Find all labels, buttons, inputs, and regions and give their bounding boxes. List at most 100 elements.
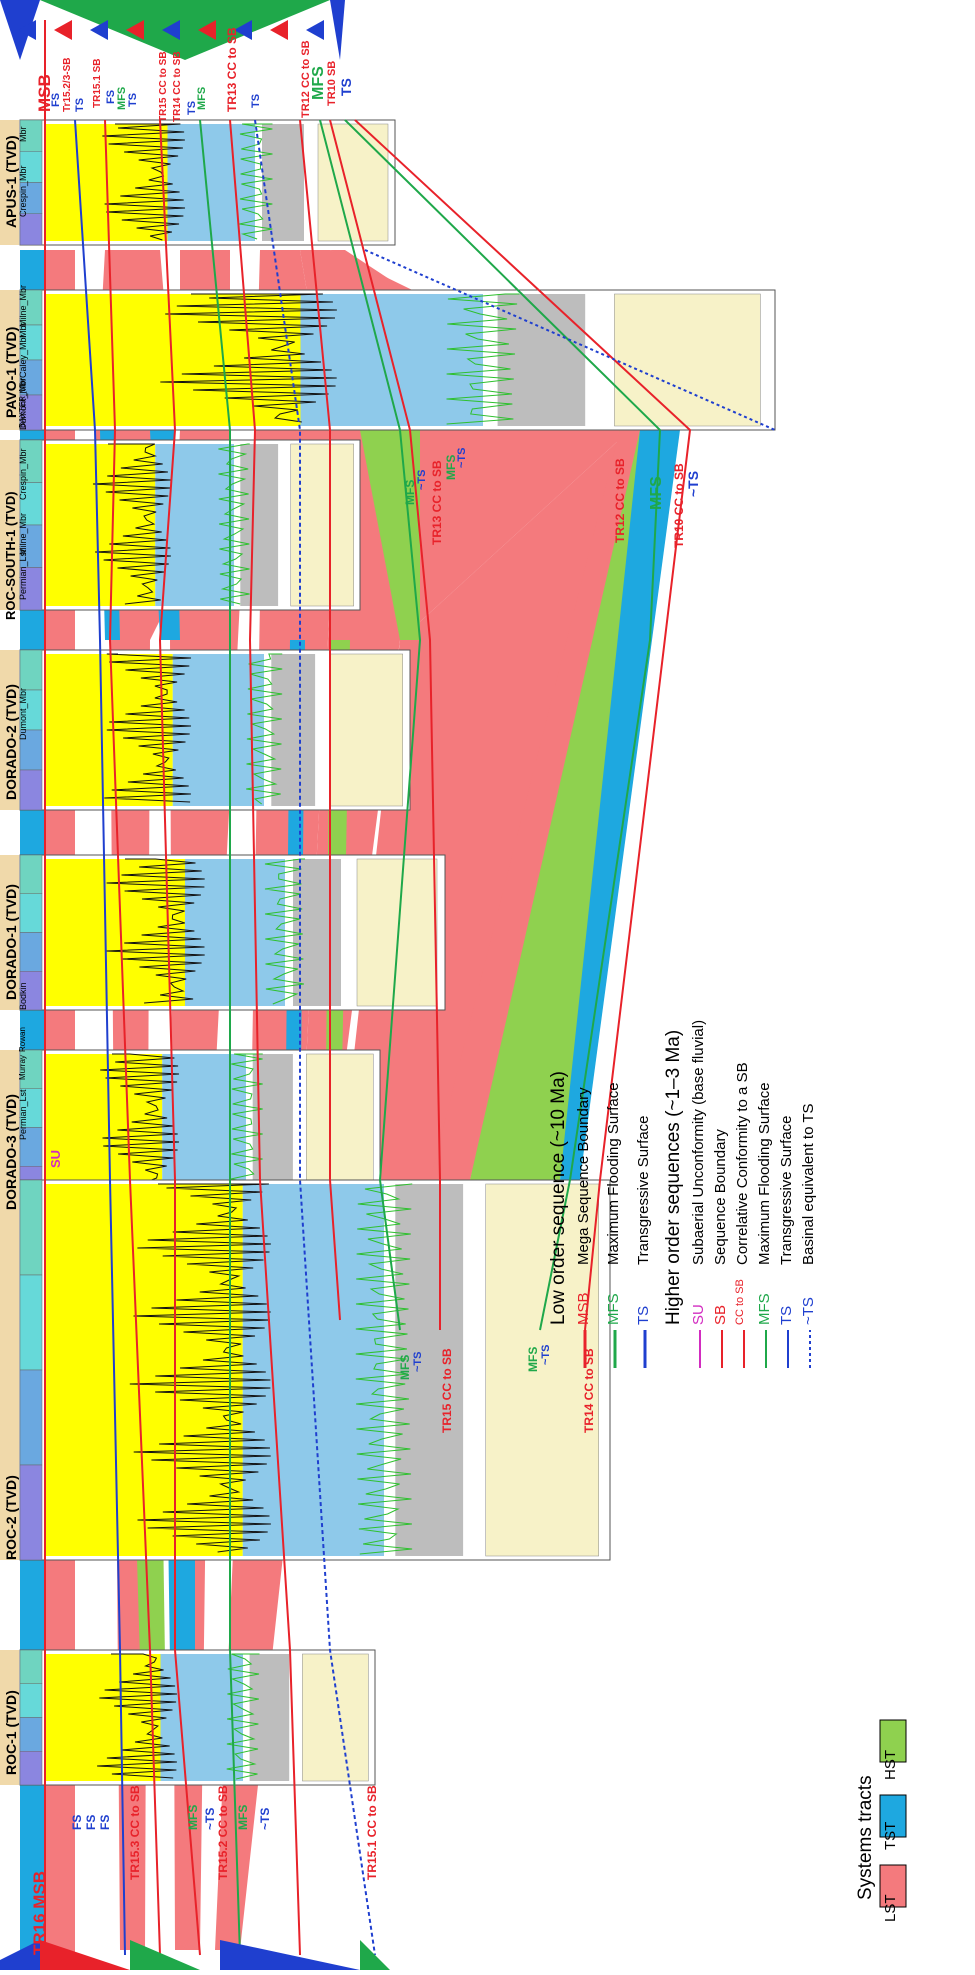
bottom-label: TR15.2 CC to SB xyxy=(216,1785,230,1880)
member-label: Permian_Lst xyxy=(18,1089,28,1140)
legend-abbr: MFS xyxy=(605,1293,622,1325)
depth-track xyxy=(306,1053,374,1202)
lithology-shale xyxy=(242,1184,384,1556)
triangle-small xyxy=(198,20,216,40)
depth-track xyxy=(485,1183,599,1557)
bottom-label: TR15.3 CC to SB xyxy=(128,1785,142,1880)
sb-line xyxy=(299,119,341,1321)
tract-swatch-lst xyxy=(879,1864,907,1908)
legend-abbr: CC to SB xyxy=(734,1279,746,1325)
tract-swatch-hst xyxy=(879,1719,907,1763)
legend-abbr: TS xyxy=(778,1305,795,1325)
triangle-bottom xyxy=(0,1940,40,1970)
bottom-label: FS xyxy=(70,1814,84,1830)
log-curve xyxy=(129,1183,271,1553)
member-label: Mbr xyxy=(18,126,28,143)
log-curve xyxy=(160,293,337,423)
top-label: TR10 SB xyxy=(326,60,338,106)
member-label: Crespin_Mbr xyxy=(18,448,28,500)
log-curve xyxy=(100,1053,180,1199)
mfs-line xyxy=(344,119,662,1331)
member-bar xyxy=(19,932,43,972)
mid-label: ~TS xyxy=(456,447,468,468)
legend-text: Sequence Boundary xyxy=(712,1129,729,1265)
legend-tracts-title: Systems tracts xyxy=(855,1775,876,1900)
legend-abbr: SU xyxy=(690,1304,707,1325)
mid-label: TR10 CC to SB xyxy=(672,463,686,548)
triangle-small xyxy=(234,20,252,40)
log-curve xyxy=(239,123,273,240)
ts-line xyxy=(254,119,376,1956)
sb-line xyxy=(354,119,692,1331)
sb-line xyxy=(104,119,161,1956)
well-tab xyxy=(0,650,19,810)
top-label: MFS xyxy=(196,86,208,110)
tst-band xyxy=(560,430,680,1180)
mid-label: MFS xyxy=(403,479,417,505)
ts-line xyxy=(74,119,126,1956)
legend-text: Transgressive Surface xyxy=(778,1115,795,1265)
sb-line xyxy=(229,119,301,1956)
lithology-shale xyxy=(172,654,264,806)
member-label: BAXTER_Mbr xyxy=(18,377,27,428)
lithology-shale xyxy=(185,859,285,1006)
legend-abbr: SB xyxy=(712,1304,729,1325)
member-label: Rowan xyxy=(18,1027,27,1052)
legend-abbr: MFS xyxy=(756,1293,773,1325)
mid-label: TR15 CC to SB xyxy=(440,1348,454,1433)
member-bar xyxy=(19,1649,43,1684)
member-bar xyxy=(19,1751,43,1786)
member-bar xyxy=(19,1683,43,1718)
mid-label: ~TS xyxy=(540,1344,552,1365)
top-label: TS xyxy=(127,92,139,107)
ts-line xyxy=(364,249,776,431)
member-label: Permian_Lst xyxy=(18,549,28,600)
bottom-label: ~TS xyxy=(203,1807,217,1830)
member-bar xyxy=(19,1179,43,1276)
lithology-sand xyxy=(45,444,156,606)
top-label: Tr15.2/3-SB xyxy=(62,57,73,112)
bottom-label-tr16-msb: TR16 MSB xyxy=(30,1870,49,1955)
log-curve xyxy=(97,1653,178,1779)
depth-track xyxy=(329,653,403,807)
member-bar xyxy=(19,649,43,691)
top-label: TS xyxy=(74,97,86,112)
member-bar xyxy=(19,893,43,933)
triangle-small xyxy=(306,20,324,40)
lithology-shale xyxy=(160,1654,243,1781)
legend-tract-label: HST xyxy=(882,1750,899,1780)
log-track xyxy=(240,444,279,606)
top-label: TR15 CC to SB xyxy=(158,51,169,122)
top-label: TS xyxy=(250,93,262,108)
log-curve xyxy=(104,653,192,803)
well-tab xyxy=(0,290,19,430)
lst-band xyxy=(330,250,630,1320)
triangle-small xyxy=(18,20,36,40)
lithology-sand xyxy=(45,1054,163,1201)
hst-band xyxy=(470,430,650,1180)
log-curve xyxy=(102,123,186,241)
log-curve xyxy=(226,1653,260,1780)
triangle-bottom xyxy=(220,1940,360,1970)
mid-label: ~TS xyxy=(416,469,428,490)
well-label-dorado-2: DORADO-2 (TVD) xyxy=(3,684,19,800)
well-tab xyxy=(0,1050,19,1205)
legend-low-title: Low order sequence (~10 Ma) xyxy=(548,1070,569,1325)
log-curve xyxy=(264,858,305,1005)
well-label-roc-2: ROC-2 (TVD) xyxy=(3,1475,19,1560)
legend-text: Subaerial Unconformity (base fluvial) xyxy=(690,1019,707,1265)
log-curve xyxy=(355,1183,413,1555)
member-label: Caley_Mbr xyxy=(18,334,28,378)
well-label-roc-south-1: ROC-SOUTH-1 (TVD) xyxy=(3,491,18,620)
top-label: TR13 CC to SB xyxy=(225,27,239,112)
legend-text: Correlative Conformity to a SB xyxy=(734,1062,751,1265)
mid-label: TR13 CC to SB xyxy=(430,460,444,545)
mid-label: ~TS xyxy=(412,1351,424,1372)
sb-line xyxy=(158,119,201,1956)
legend-text: Maximum Flooding Surface xyxy=(756,1082,773,1265)
log-curve xyxy=(446,293,520,425)
triangle-small xyxy=(54,20,72,40)
legend-text: Mega Sequence Boundary xyxy=(575,1087,592,1265)
log-track xyxy=(262,124,304,241)
